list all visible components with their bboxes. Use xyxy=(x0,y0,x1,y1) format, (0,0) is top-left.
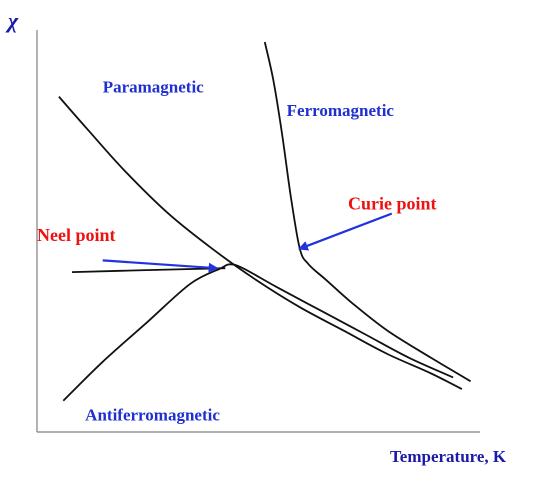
paramagnetic-label: Paramagnetic xyxy=(103,78,204,97)
paramagnetic-curve xyxy=(58,96,463,390)
neel-point-arrow xyxy=(102,259,219,273)
curves-group xyxy=(58,41,472,402)
curie-point-arrow xyxy=(297,212,393,251)
y-axis-label: χ xyxy=(5,8,19,33)
antiferromagnetic-curve xyxy=(62,263,454,402)
curie-point-label: Curie point xyxy=(348,194,437,214)
ferromagnetic-label: Ferromagnetic xyxy=(287,101,395,120)
antiferromagnetic-label: Antiferromagnetic xyxy=(85,405,220,424)
low-temperature-segment xyxy=(71,267,226,273)
x-axis-label: Temperature, K xyxy=(390,447,507,466)
neel-point-label: Neel point xyxy=(37,225,116,245)
arrows-group xyxy=(102,212,393,273)
ferromagnetic-curve xyxy=(263,41,472,383)
